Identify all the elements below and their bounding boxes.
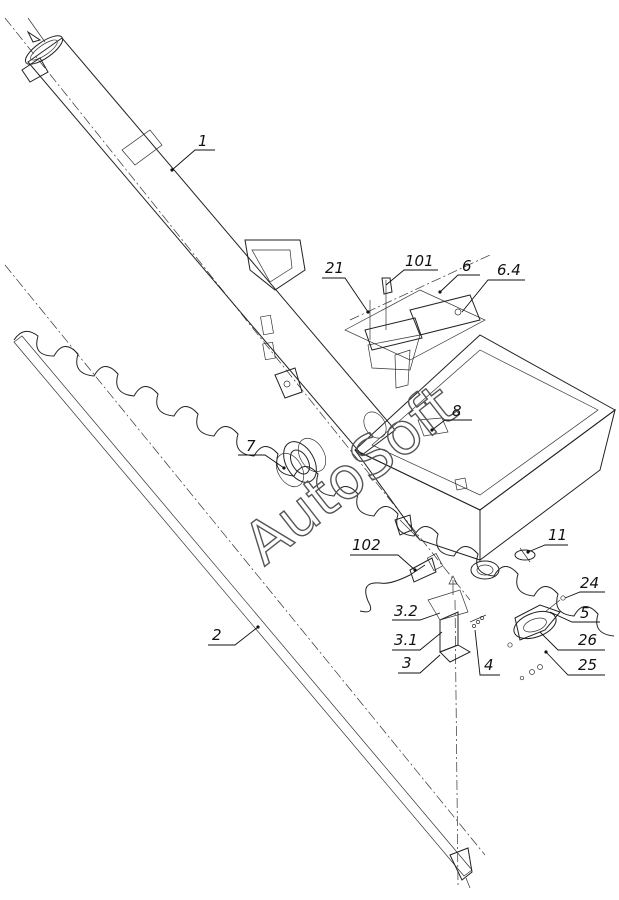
callout-label-1: 1 [198, 132, 208, 150]
callout-3-1: 3.1 [392, 631, 443, 651]
callout-label-4: 4 [484, 656, 494, 674]
center-lines [4, 17, 491, 886]
drive-flange [507, 547, 566, 681]
cover-plates [344, 277, 486, 389]
callout-label-7: 7 [246, 437, 256, 455]
callout-4: 4 [474, 629, 500, 676]
callout-label-6-4: 6.4 [497, 261, 521, 279]
hopper [354, 334, 616, 580]
callout-label-101: 101 [405, 252, 434, 270]
callouts: 1 2 3 3.1 3.2 4 5 6 [170, 132, 605, 676]
callout-6: 6 [438, 257, 480, 294]
callout-102: 102 [350, 536, 417, 572]
watermark: AutoSoft [230, 370, 470, 578]
callout-25: 25 [544, 650, 605, 676]
sensor-cable [359, 552, 444, 613]
bearing-assembly [275, 411, 387, 488]
callout-1: 1 [170, 132, 215, 172]
callout-24: 24 [564, 574, 605, 599]
callout-label-8: 8 [452, 402, 462, 420]
callout-8: 8 [430, 402, 472, 432]
callout-2: 2 [208, 625, 260, 646]
callout-21: 21 [322, 259, 370, 314]
callout-7: 7 [238, 437, 286, 470]
callout-label-5: 5 [580, 604, 590, 622]
callout-label-2: 2 [212, 626, 222, 644]
callout-26: 26 [539, 631, 605, 651]
callout-label-3-2: 3.2 [394, 602, 418, 620]
callout-label-3-1: 3.1 [394, 631, 418, 649]
auger-tube [21, 17, 396, 456]
auger-screw [13, 330, 615, 889]
callout-101: 101 [385, 252, 438, 286]
callout-label-11: 11 [548, 526, 567, 544]
callout-label-21: 21 [325, 259, 344, 277]
callout-3: 3 [398, 654, 441, 674]
callout-label-24: 24 [580, 574, 599, 592]
callout-5: 5 [549, 604, 600, 623]
bracket-assembly [427, 575, 487, 663]
callout-label-3: 3 [402, 654, 412, 672]
callout-label-26: 26 [578, 631, 597, 649]
callout-label-6: 6 [462, 257, 472, 275]
callout-label-102: 102 [352, 536, 381, 554]
callout-label-25: 25 [578, 656, 597, 674]
watermark-text: AutoSoft [231, 371, 469, 578]
callout-6-4: 6.4 [461, 261, 525, 313]
callout-11: 11 [526, 526, 568, 554]
callout-3-2: 3.2 [392, 602, 441, 621]
